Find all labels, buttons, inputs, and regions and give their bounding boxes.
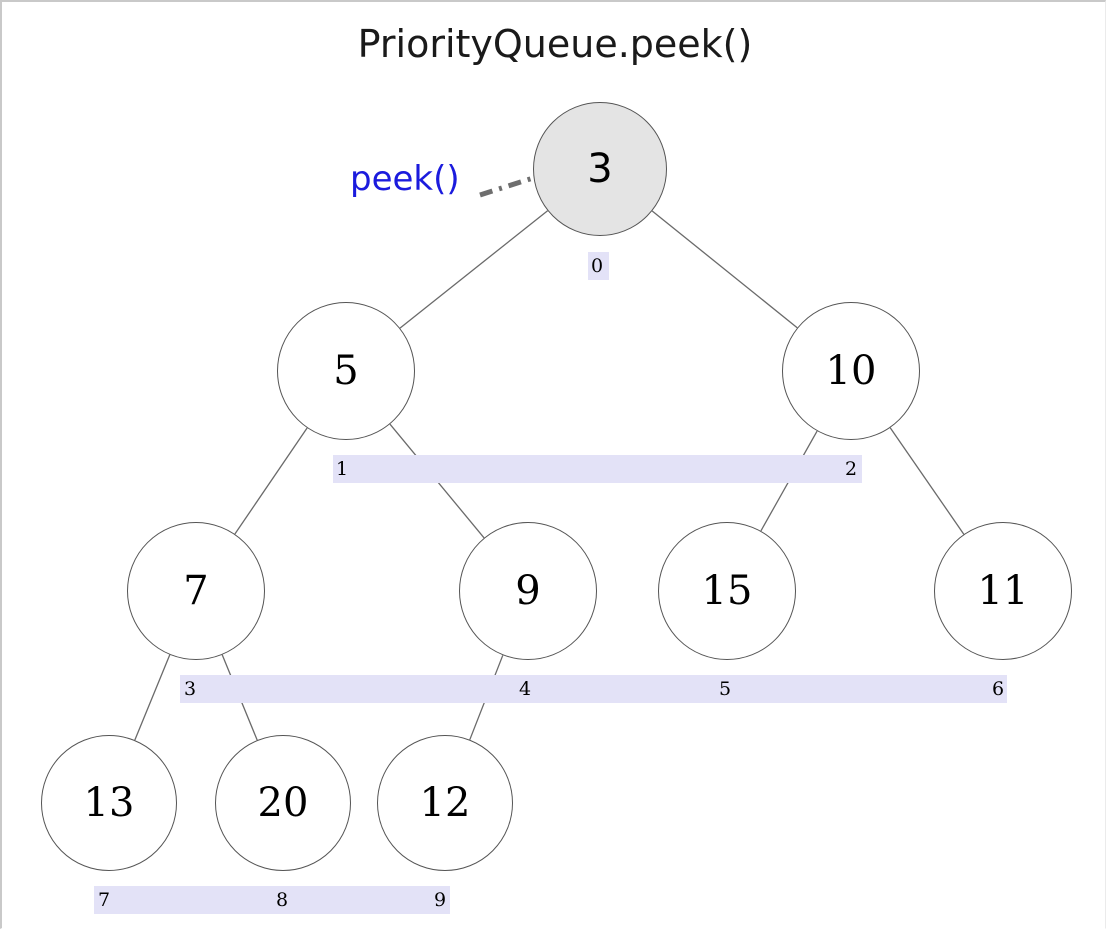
tree-node-15[interactable]: 15 [658, 522, 796, 660]
tree-node-3[interactable]: 3 [533, 102, 667, 236]
index-label: 2 [845, 458, 858, 480]
tree-edge [234, 427, 308, 535]
index-label: 1 [336, 458, 349, 480]
index-bar [588, 252, 609, 280]
tree-edge [134, 654, 171, 741]
index-label: 6 [992, 678, 1005, 700]
tree-node-11[interactable]: 11 [934, 522, 1072, 660]
index-label: 0 [591, 255, 604, 277]
tree-edge [399, 210, 549, 329]
tree-node-13[interactable]: 13 [41, 735, 177, 871]
index-bar [180, 675, 1007, 703]
index-bar [333, 455, 862, 483]
index-label: 9 [434, 889, 447, 911]
tree-node-7[interactable]: 7 [127, 522, 265, 660]
index-label: 4 [519, 678, 532, 700]
index-label: 5 [719, 678, 732, 700]
tree-edge [889, 427, 965, 535]
index-label: 8 [276, 889, 289, 911]
peek-annotation-label: peek() [350, 159, 460, 199]
tree-node-9[interactable]: 9 [459, 522, 597, 660]
page-title: PriorityQueue.peek() [357, 22, 753, 66]
tree-node-20[interactable]: 20 [215, 735, 351, 871]
index-label: 7 [98, 889, 111, 911]
tree-node-5[interactable]: 5 [277, 302, 415, 440]
tree-edge [651, 210, 798, 329]
index-label: 3 [184, 678, 197, 700]
tree-node-10[interactable]: 10 [782, 302, 920, 440]
index-bar [94, 886, 450, 914]
tree-node-12[interactable]: 12 [377, 735, 513, 871]
